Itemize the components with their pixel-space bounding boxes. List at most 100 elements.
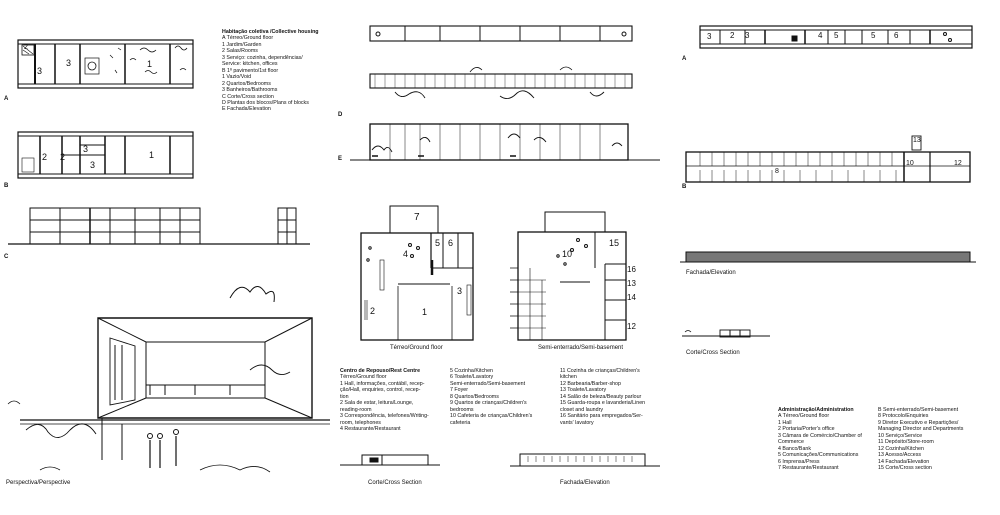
room-number: 3	[66, 58, 72, 68]
rest-centre-ground-plan	[360, 205, 474, 341]
caption-cross-section: Corte/Cross Section	[368, 480, 422, 486]
legend-line: 12 Barbearia/Barber-shop	[560, 380, 621, 387]
room-number: 3	[37, 66, 43, 76]
legend-line: reading-room	[340, 406, 372, 413]
legend-line: 13 Toalete/Lavatory	[560, 387, 607, 394]
perspective-drawing	[7, 286, 330, 473]
legend-line: A Térreo/Ground floor	[778, 413, 830, 420]
legend-line: 10 Cafeteria de crianças/Children's	[450, 413, 533, 420]
elevation-e	[350, 123, 660, 161]
legend-line: Managing Director and Departments	[878, 426, 964, 433]
legend-line: B Semi-enterrado/Semi-basement	[878, 407, 959, 413]
room-number: 7	[414, 212, 420, 223]
legend-line: 2 Portaria/Porter's office	[778, 426, 835, 433]
label-c: C	[4, 254, 9, 260]
legend-line: cafeteria	[450, 419, 471, 426]
label-admin-b: B	[682, 184, 687, 190]
legend-line: 14 Fachada/Elevation	[878, 458, 930, 465]
room-number: 2	[370, 306, 376, 316]
legend-line: Térreo/Ground floor	[340, 374, 387, 381]
caption-admin-elevation: Fachada/Elevation	[686, 270, 736, 276]
room-number: 8	[775, 168, 779, 175]
legend-line: C Corte/Cross section	[222, 93, 274, 100]
legend-line: 2 Quartos/Bedrooms	[222, 80, 271, 87]
legend-line: 11 Cozinha de crianças/Children's	[560, 368, 640, 374]
legend-line: 8 Quartos/Bedrooms	[450, 393, 499, 400]
legend-line: 8 Protocolo/Enquiries	[878, 413, 929, 420]
label-e: E	[338, 156, 343, 162]
label-b: B	[4, 183, 9, 189]
room-number: 12	[627, 322, 636, 331]
legend-line: 3 Serviço: cozinha, dependências/	[222, 54, 303, 61]
legend-line: Semi-enterrado/Semi-basement	[450, 380, 526, 387]
label-admin-a: A	[682, 56, 687, 62]
label-a: A	[4, 96, 9, 102]
legend-line: room, telephones	[340, 419, 381, 426]
room-number: 3	[83, 144, 89, 154]
room-number: 5	[871, 31, 876, 40]
legend-line: 15 Guarda-roupa e lavanderia/Linen	[560, 400, 646, 407]
admin-section	[682, 329, 770, 338]
label-d: D	[338, 112, 343, 118]
legend-line: ção/Hall, enquiries, control, recep-	[340, 387, 421, 394]
legend-line: 10 Serviço/Service	[878, 432, 923, 439]
room-number: 12	[954, 160, 962, 167]
legend-line: D Plantas dos blocos/Plans of blocks	[222, 99, 309, 106]
admin-plan-a	[699, 25, 973, 49]
caption-ground-floor: Térreo/Ground floor	[390, 345, 443, 351]
room-number: 6	[894, 31, 899, 40]
housing-legend: Habitação coletiva /Collective housing A…	[222, 29, 319, 113]
room-number: 2	[730, 31, 735, 40]
admin-elevation	[680, 251, 976, 263]
legend-line: 15 Corte/Cross section	[878, 465, 932, 472]
room-number: 1	[149, 150, 155, 160]
room-number: 4	[403, 249, 409, 259]
room-number: 16	[627, 265, 636, 274]
caption-semi-basement: Semi-enterrado/Semi-basement	[538, 345, 624, 351]
room-number: 13	[627, 279, 636, 288]
room-number: 1	[422, 307, 428, 317]
room-number: 2	[60, 152, 66, 162]
legend-line: 14 Salão de beleza/Beauty parlour	[560, 393, 642, 400]
legend-line: closet and laundry	[560, 406, 603, 413]
room-number: 4	[818, 31, 823, 40]
rest-centre-section-elevation	[340, 453, 660, 467]
legend-line: Service: kitchen, offices	[222, 61, 278, 68]
legend-line: B 1º pavimento/1st floor	[222, 67, 279, 74]
caption-elevation: Fachada/Elevation	[560, 480, 610, 486]
legend-line: 4 Restaurante/Restaurant	[340, 426, 401, 433]
room-number: 3	[457, 286, 463, 296]
legend-line: 7 Foyer	[450, 387, 468, 394]
caption-perspective: Perspectiva/Perspective	[6, 480, 71, 486]
room-number: 3	[745, 31, 750, 40]
room-number: 5	[435, 238, 441, 248]
legend-line: 1 Vazio/Void	[222, 74, 252, 81]
legend-line: Habitação coletiva /Collective housing	[222, 29, 319, 35]
room-number: 14	[627, 293, 636, 302]
legend-line: 9 Quartos de crianças/Children's	[450, 400, 527, 407]
room-number: 3	[707, 32, 712, 41]
admin-legend-col1: Administração/Administration A Térreo/Gr…	[778, 407, 862, 472]
legend-line: E Fachada/Elevation	[222, 106, 271, 113]
rest-legend-col2: 5 Cozinha/Kitchen 6 Toalete/Lavatory Sem…	[450, 368, 532, 426]
room-number: 6	[448, 238, 454, 248]
legend-line: 3 Correspondência, telefones/Writing-	[340, 413, 429, 420]
legend-line: kitchen	[560, 374, 577, 381]
legend-line: 1 Jardim/Garden	[222, 41, 262, 48]
legend-line: 3 Banheiros/Bathrooms	[222, 87, 278, 94]
room-number: 10	[562, 249, 573, 259]
legend-line: vants' lavatory	[560, 419, 594, 426]
legend-line: 5 Cozinha/Kitchen	[450, 368, 493, 374]
room-number: 1	[147, 59, 153, 69]
legend-line: bedrooms	[450, 406, 474, 413]
legend-line: 12 Cozinha/Kitchen	[878, 445, 924, 452]
legend-line: 4 Banco/Bank	[778, 445, 811, 452]
legend-line: 11 Depósito/Store-room	[878, 439, 934, 446]
room-number: 2	[42, 152, 48, 162]
block-plans-d	[369, 25, 633, 99]
legend-line: 2 Sala de estar, leitura/Lounge,	[340, 400, 414, 407]
legend-line: 13 Acesso/Access	[878, 452, 921, 459]
legend-line: 1 Hall	[778, 419, 792, 426]
legend-line: 5 Comunicações/Communications	[778, 452, 859, 459]
